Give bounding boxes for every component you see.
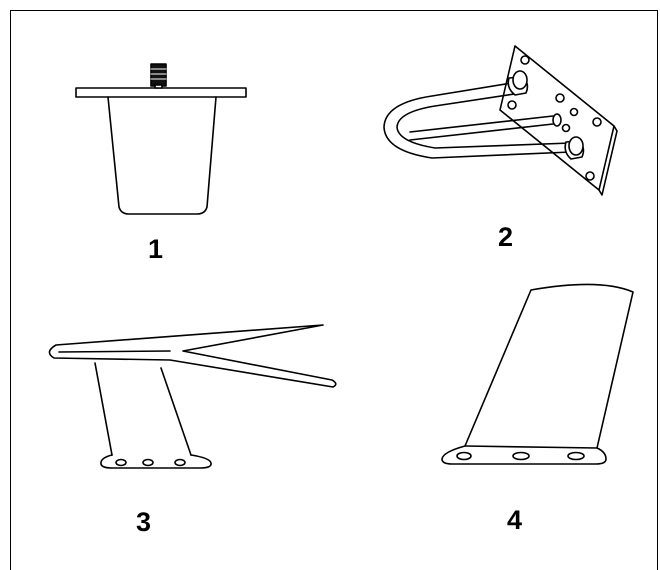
loop-antenna-icon <box>383 45 618 196</box>
figure-label-2: 2 <box>498 222 514 252</box>
figure-label-4: 4 <box>507 505 523 535</box>
figure-label-3: 3 <box>136 507 152 537</box>
figure-label-1: 1 <box>148 234 164 264</box>
blade-antenna-icon <box>441 283 634 465</box>
swept-blade-antenna-icon <box>48 324 337 469</box>
figure-frame <box>10 10 658 570</box>
flush-mount-antenna-icon <box>75 63 247 215</box>
